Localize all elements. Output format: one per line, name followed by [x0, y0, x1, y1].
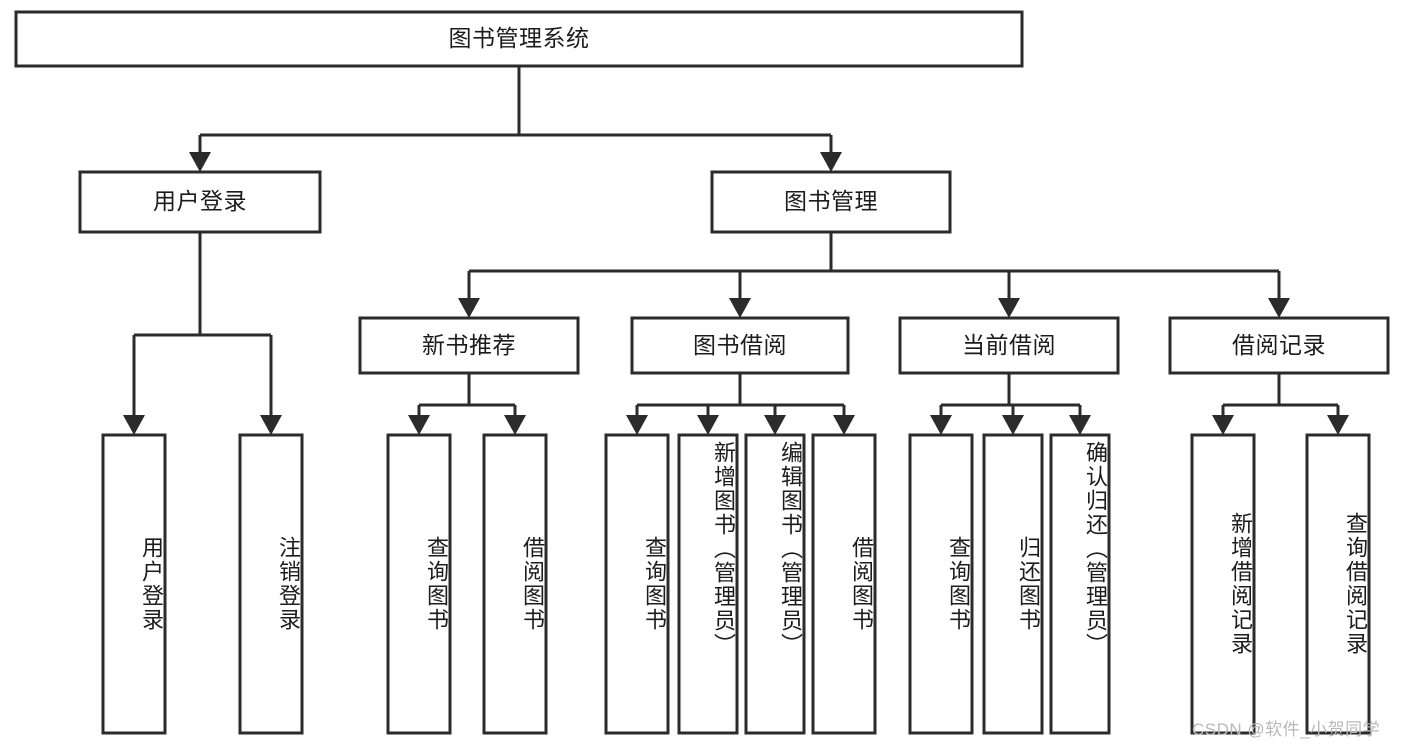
node-box-leaf-add-book[interactable]: [677, 433, 739, 735]
node-box-leaf-add-record[interactable]: [1190, 433, 1256, 735]
arrow-head-leaf-borrow-book-2: [833, 415, 855, 435]
arrow-head-new-book-recommend: [458, 298, 480, 318]
node-box-leaf-logout[interactable]: [238, 433, 304, 735]
node-box-leaf-borrow-book-1[interactable]: [482, 433, 548, 735]
csdn-watermark: CSDN @软件_小贺同学: [1192, 720, 1381, 739]
arrow-head-leaf-logout: [260, 415, 282, 435]
node-box-borrow-record[interactable]: [1168, 316, 1390, 375]
arrow-head-leaf-user-login: [123, 415, 145, 435]
arrow-head-leaf-query-book-3: [930, 415, 952, 435]
arrow-head-leaf-add-book: [697, 415, 719, 435]
node-box-root[interactable]: [14, 10, 1024, 68]
node-box-book-manage[interactable]: [710, 170, 952, 234]
arrow-head-leaf-query-record: [1327, 415, 1349, 435]
arrow-head-borrow-record: [1268, 298, 1290, 318]
arrow-head-book-borrow: [729, 298, 751, 318]
arrow-head-current-borrow: [998, 298, 1020, 318]
arrow-head-leaf-query-book-2: [626, 415, 648, 435]
arrow-head-leaf-borrow-book-1: [504, 415, 526, 435]
node-box-book-borrow[interactable]: [630, 316, 850, 375]
node-box-new-book-recommend[interactable]: [358, 316, 580, 375]
node-box-leaf-query-book-3[interactable]: [908, 433, 974, 735]
arrow-head-leaf-edit-book: [764, 415, 786, 435]
arrow-head-leaf-confirm-return: [1069, 415, 1091, 435]
arrow-head-leaf-query-book-1: [408, 415, 430, 435]
node-box-current-borrow[interactable]: [898, 316, 1120, 375]
arrow-head-leaf-return-book: [1002, 415, 1024, 435]
node-box-leaf-query-book-2[interactable]: [604, 433, 670, 735]
node-box-leaf-borrow-book-2[interactable]: [811, 433, 877, 735]
arrow-head-leaf-add-record: [1212, 415, 1234, 435]
node-box-user-login[interactable]: [78, 170, 322, 234]
node-box-leaf-edit-book[interactable]: [744, 433, 806, 735]
node-box-leaf-return-book[interactable]: [982, 433, 1044, 735]
node-box-leaf-user-login[interactable]: [101, 433, 167, 735]
node-box-leaf-query-book-1[interactable]: [386, 433, 452, 735]
arrow-head-book-manage: [820, 152, 842, 172]
node-box-leaf-query-record[interactable]: [1305, 433, 1371, 735]
arrow-head-user-login: [189, 152, 211, 172]
node-box-leaf-confirm-return[interactable]: [1049, 433, 1111, 735]
